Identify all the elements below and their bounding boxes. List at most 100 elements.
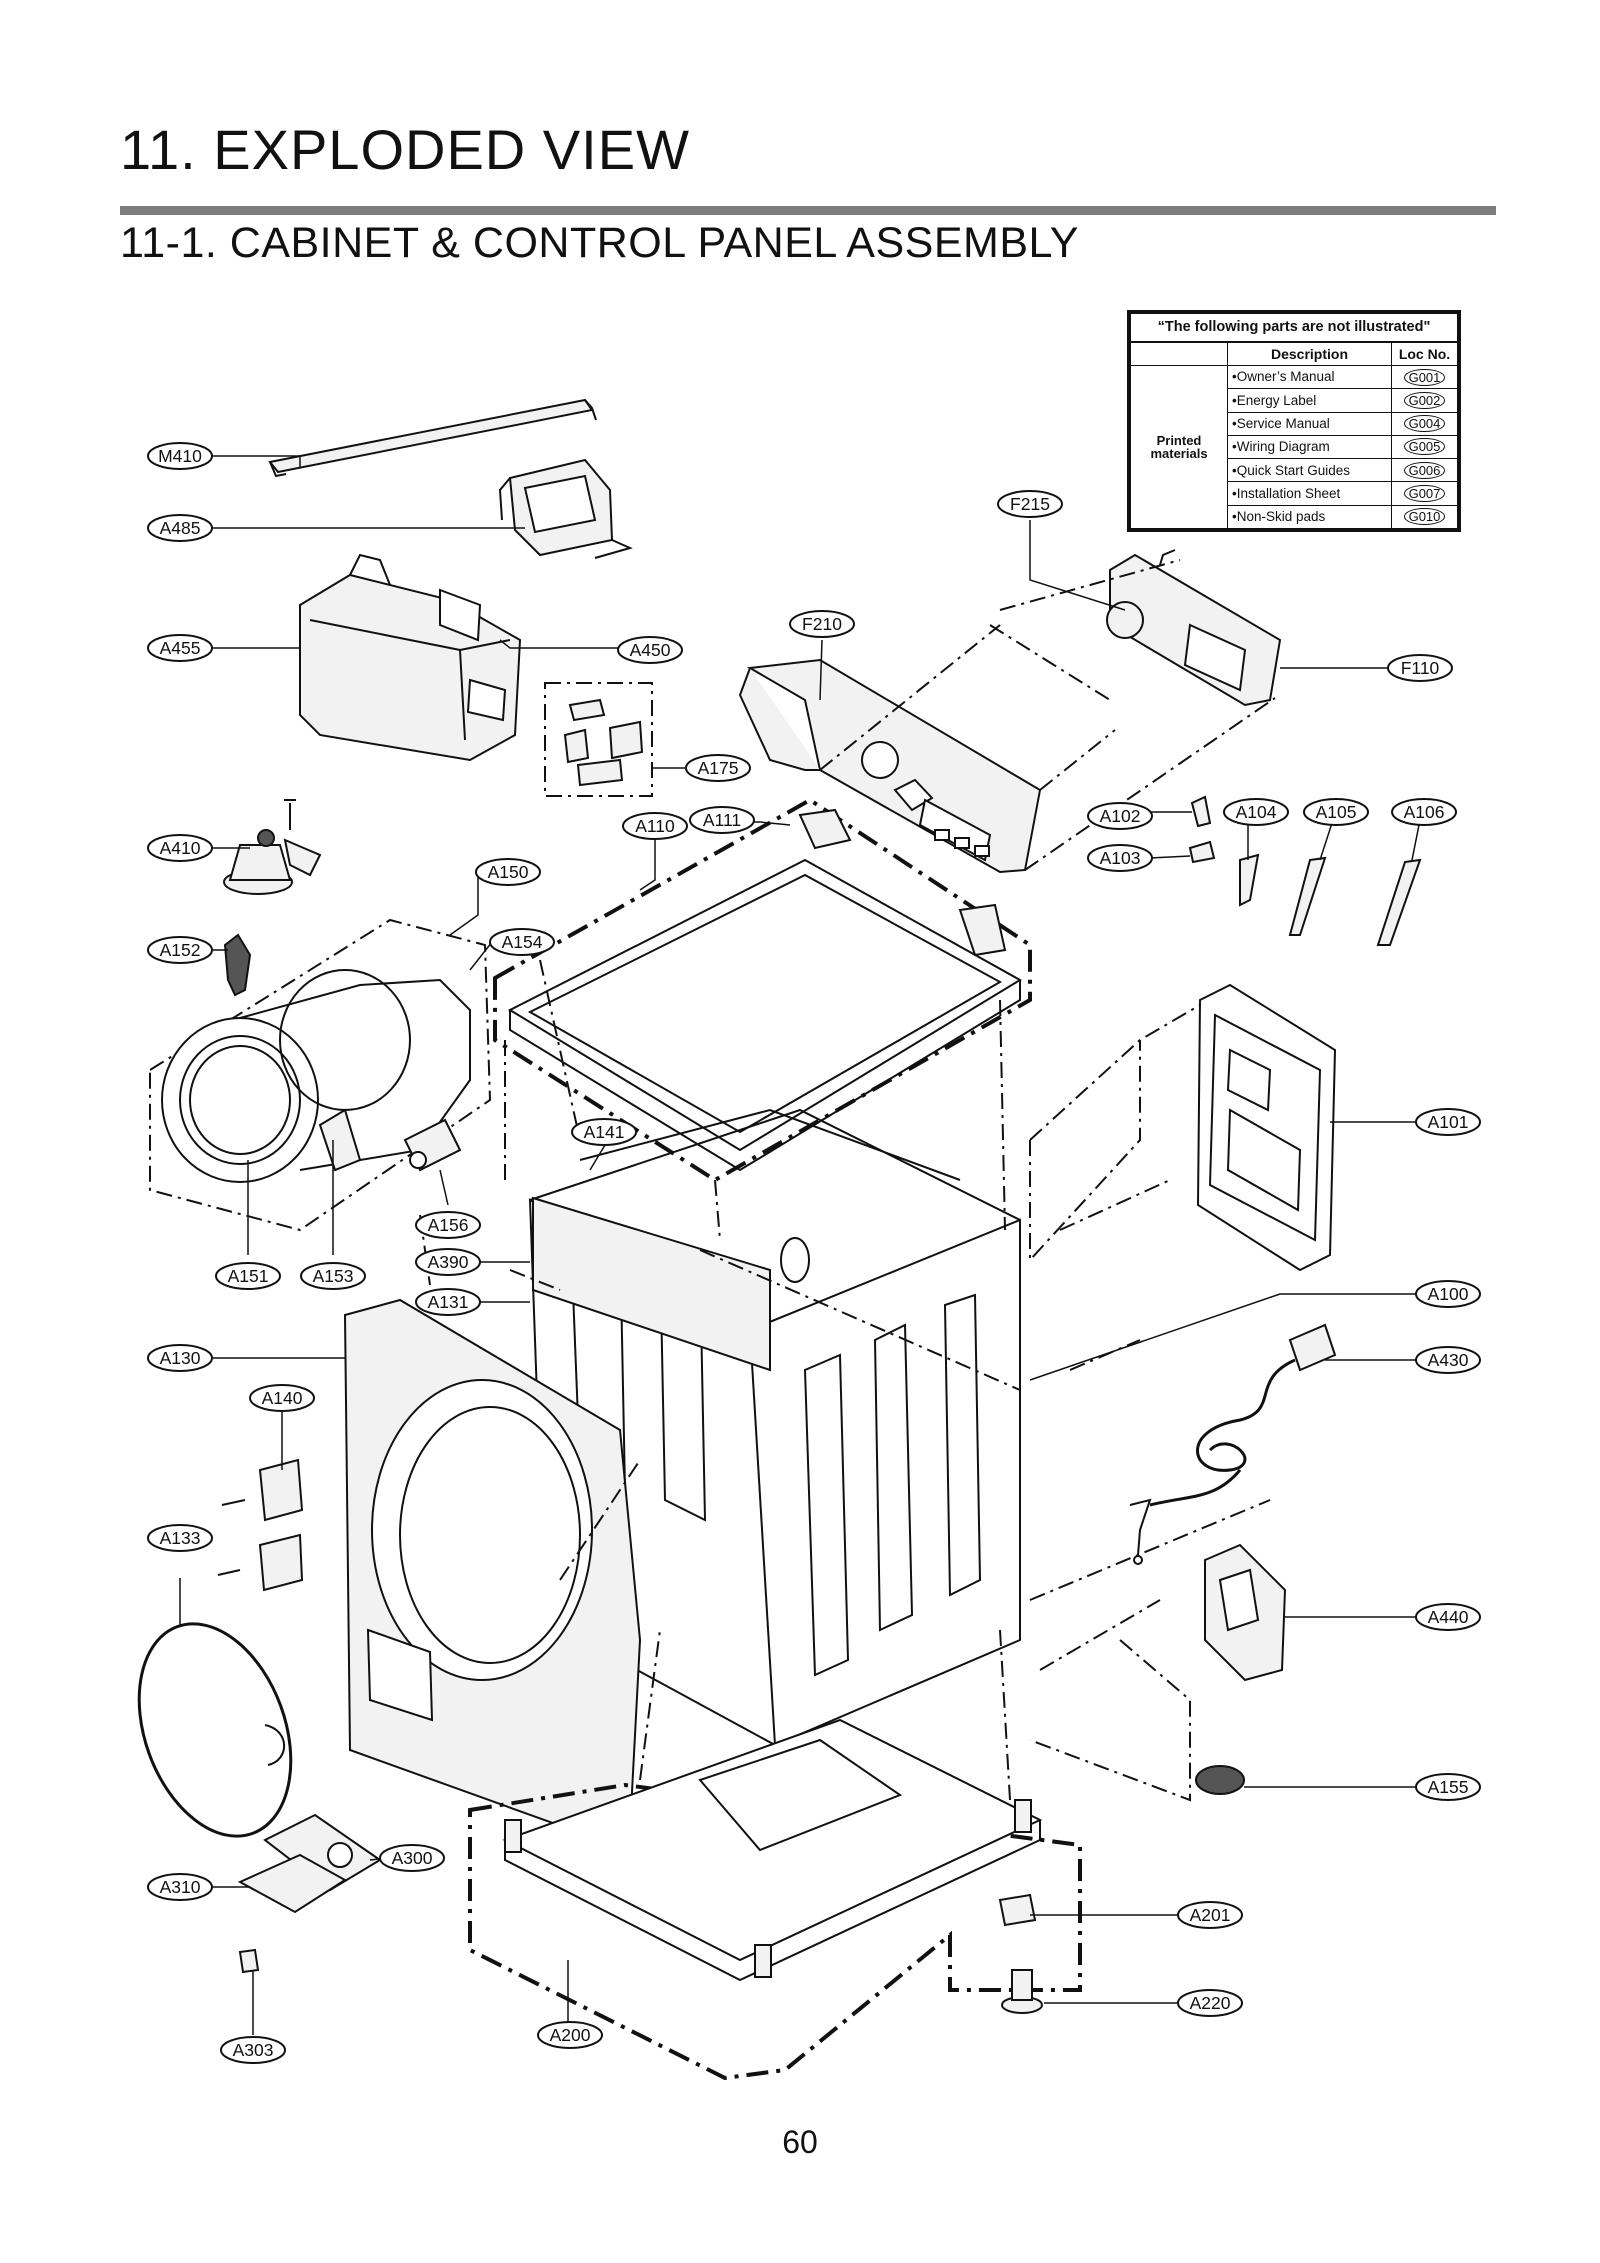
- leveling-foot-part: [998, 1893, 1043, 2014]
- callout-a201: A201: [1177, 1901, 1243, 1929]
- svg-text:A154: A154: [502, 932, 543, 952]
- svg-text:A153: A153: [313, 1266, 354, 1286]
- page-title: 11. EXPLODED VIEW: [120, 118, 690, 181]
- svg-text:A111: A111: [703, 810, 741, 830]
- callout-a102: A102: [1087, 802, 1153, 830]
- callout-a100: A100: [1415, 1280, 1481, 1308]
- svg-text:A103: A103: [1100, 848, 1141, 868]
- callout-f210: F210: [789, 610, 855, 638]
- svg-text:A410: A410: [160, 838, 201, 858]
- top-plate-part: [507, 858, 1022, 1172]
- svg-text:A133: A133: [160, 1528, 201, 1548]
- display-pcb-part: [1106, 553, 1282, 707]
- callout-a455: A455: [147, 634, 213, 662]
- group-label: Printed materials: [1130, 365, 1228, 529]
- callout-a152: A152: [147, 936, 213, 964]
- svg-text:A485: A485: [160, 518, 201, 538]
- door-hook-part: [223, 933, 252, 997]
- svg-text:A100: A100: [1428, 1284, 1469, 1304]
- callout-a410: A410: [147, 834, 213, 862]
- clip-set-part: [544, 682, 653, 797]
- table-row-loc: G005: [1403, 438, 1446, 456]
- callout-a200: A200: [537, 2021, 603, 2049]
- callout-a106: A106: [1391, 798, 1457, 826]
- callout-a153: A153: [300, 1262, 366, 1290]
- detergent-cap-part: [403, 1118, 462, 1172]
- callout-m410: M410: [147, 442, 213, 470]
- svg-text:A141: A141: [584, 1122, 625, 1142]
- svg-text:A303: A303: [233, 2040, 274, 2060]
- callout-a103: A103: [1087, 844, 1153, 872]
- svg-text:A151: A151: [228, 1266, 269, 1286]
- callout-a155: A155: [1415, 1773, 1481, 1801]
- svg-text:A455: A455: [160, 638, 201, 658]
- callout-a485: A485: [147, 514, 213, 542]
- callout-a390: A390: [415, 1248, 481, 1276]
- pcb-cover-part: [498, 458, 633, 559]
- section-subtitle: 11-1. CABINET & CONTROL PANEL ASSEMBLY: [120, 219, 1079, 267]
- top-plate-clip-right: [958, 903, 1007, 957]
- svg-text:A156: A156: [428, 1215, 469, 1235]
- callout-a111: A111: [689, 806, 755, 834]
- svg-text:A131: A131: [428, 1292, 469, 1312]
- svg-text:A130: A130: [160, 1348, 201, 1368]
- svg-text:A430: A430: [1428, 1350, 1469, 1370]
- damper-a105-part: [1288, 856, 1327, 936]
- hinge-part: [217, 1458, 304, 1592]
- callout-a104: A104: [1223, 798, 1289, 826]
- svg-text:A110: A110: [635, 816, 675, 836]
- table-row-description: •Wiring Diagram: [1227, 434, 1392, 460]
- svg-text:A106: A106: [1404, 802, 1445, 822]
- callout-a105: A105: [1303, 798, 1369, 826]
- svg-text:F110: F110: [1401, 658, 1440, 678]
- clamp-ring-part: [137, 1622, 293, 1838]
- svg-text:A201: A201: [1190, 1905, 1231, 1925]
- table-row-description: •Owner’s Manual: [1227, 364, 1392, 390]
- svg-text:A102: A102: [1100, 806, 1141, 826]
- svg-text:A175: A175: [698, 758, 739, 778]
- svg-text:A450: A450: [630, 640, 671, 660]
- callout-a110: A110: [622, 812, 688, 840]
- callout-f215: F215: [997, 490, 1063, 518]
- svg-text:A152: A152: [160, 940, 201, 960]
- clamp-spring-icon: [264, 1724, 286, 1766]
- svg-text:A220: A220: [1190, 1993, 1231, 2013]
- main-pcb-part: [299, 553, 522, 762]
- callout-a133: A133: [147, 1524, 213, 1552]
- callout-a175: A175: [685, 754, 751, 782]
- callout-a101: A101: [1415, 1108, 1481, 1136]
- svg-text:A440: A440: [1428, 1607, 1469, 1627]
- table-row-loc: G002: [1403, 391, 1446, 409]
- top-bracket-part: [268, 398, 597, 478]
- callout-a300: A300: [379, 1844, 445, 1872]
- screw-a303-part: [238, 1948, 260, 1974]
- noise-filter-part: [1204, 1543, 1287, 1682]
- table-row-loc: G007: [1403, 485, 1446, 503]
- front-cover-part: [343, 1298, 642, 1842]
- not-illustrated-caption: “The following parts are not illustrated…: [1130, 313, 1458, 343]
- table-row-loc: G010: [1403, 508, 1446, 526]
- table-row-description: •Non-Skid pads: [1227, 504, 1392, 530]
- callout-a131: A131: [415, 1288, 481, 1316]
- top-plate-clip-left: [798, 808, 852, 850]
- callout-a150: A150: [475, 858, 541, 886]
- title-divider: [120, 206, 1496, 215]
- svg-text:A105: A105: [1316, 802, 1357, 822]
- callout-a140: A140: [249, 1384, 315, 1412]
- header-loc: Loc No.: [1391, 341, 1458, 366]
- base-part: [502, 1718, 1043, 1982]
- svg-text:F215: F215: [1010, 494, 1050, 514]
- callout-a430: A430: [1415, 1346, 1481, 1374]
- svg-text:A140: A140: [262, 1388, 303, 1408]
- callout-a130: A130: [147, 1344, 213, 1372]
- callout-a141: A141: [571, 1118, 637, 1146]
- svg-text:M410: M410: [158, 446, 202, 466]
- callout-a151: A151: [215, 1262, 281, 1290]
- pressure-switch-part: [223, 799, 322, 895]
- callout-f110: F110: [1387, 654, 1453, 682]
- tub-cover-outline: [149, 918, 492, 1232]
- table-row-loc: G006: [1403, 461, 1446, 479]
- power-cord-part: [1129, 1323, 1337, 1565]
- front-panel-bar: [532, 1196, 771, 1372]
